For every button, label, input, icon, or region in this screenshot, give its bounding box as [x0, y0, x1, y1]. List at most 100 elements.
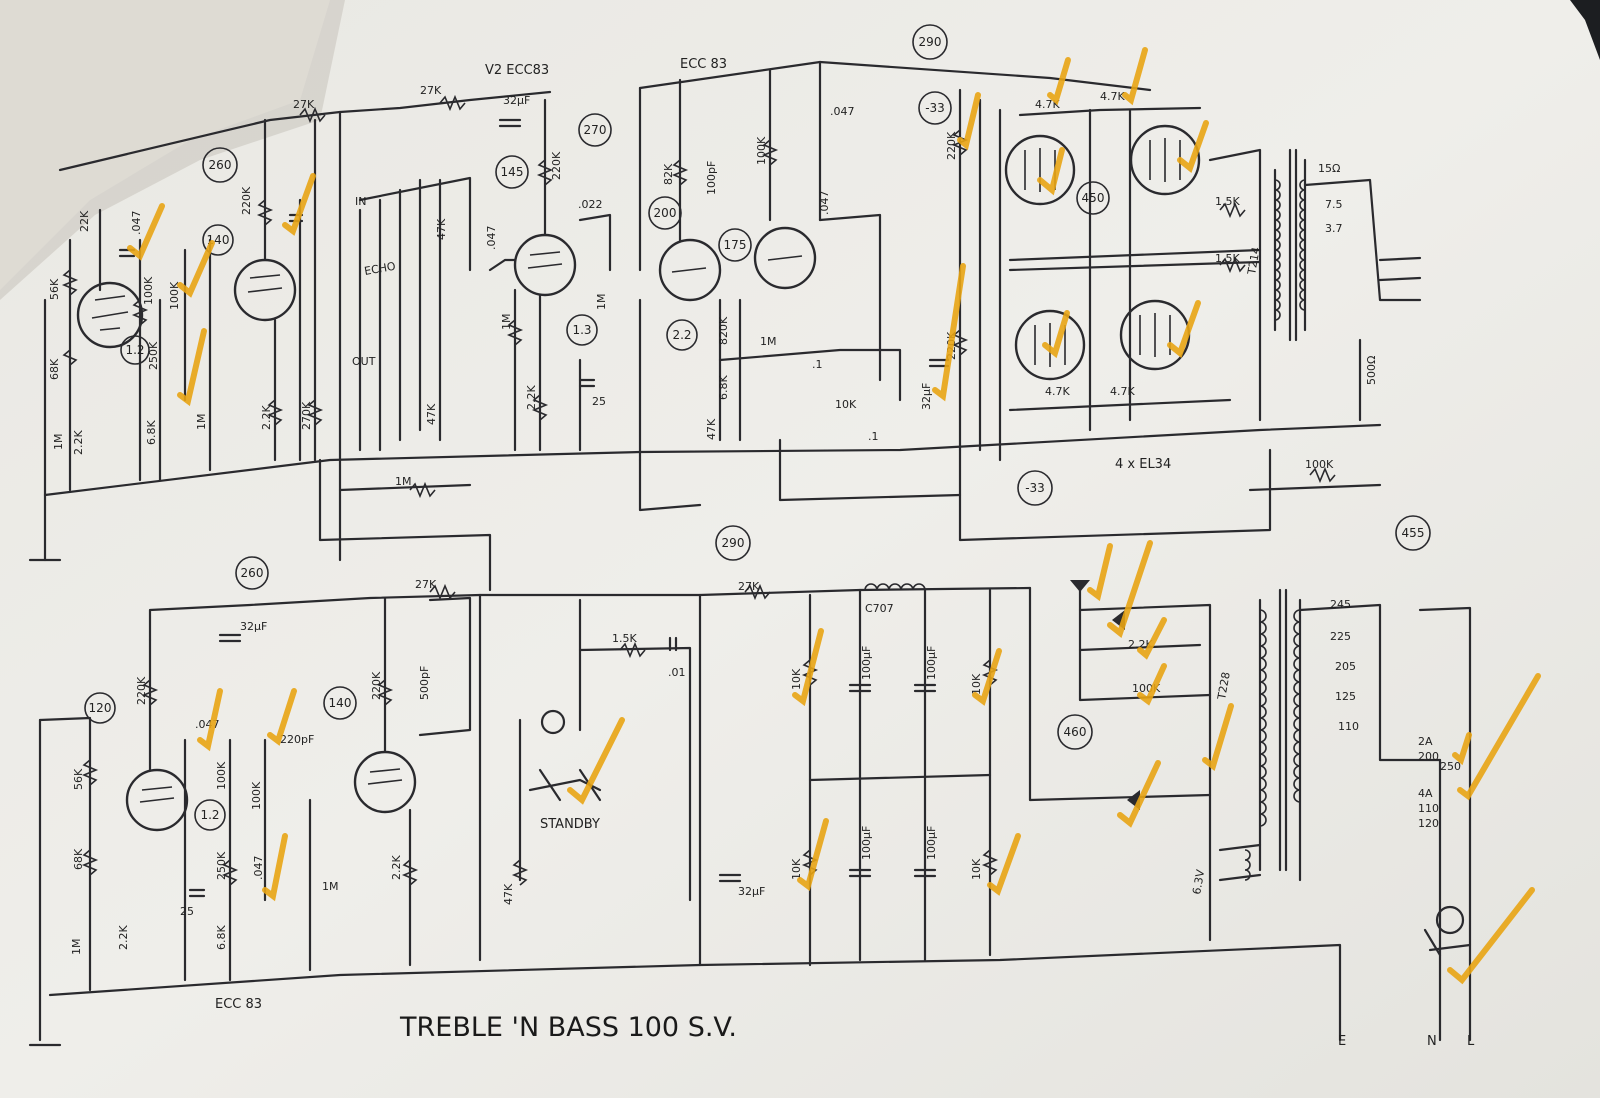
fuse-4a: 4A: [1418, 787, 1433, 800]
voltage-marker: 460: [1057, 714, 1093, 750]
resistor-label: 10K: [790, 858, 803, 880]
resistor-label: 6.8K: [215, 925, 228, 950]
svg-text:1.2: 1.2: [200, 808, 219, 822]
capacitor-label: 100μF: [925, 826, 938, 860]
speaker-tap-7-5: 7.5: [1325, 198, 1343, 211]
capacitor-label: 32μF: [920, 383, 933, 410]
capacitor-label: 100pF: [705, 161, 718, 195]
resistor-label: 100K: [1305, 458, 1334, 471]
resistor-label: 220K: [240, 186, 253, 215]
tick-mark: [1107, 540, 1153, 639]
tick-mark: [267, 688, 297, 746]
capacitor-label: 100μF: [925, 646, 938, 680]
capacitor-label: .047: [830, 105, 855, 118]
tick-mark: [972, 648, 1002, 706]
voltage-marker: 455: [1395, 515, 1431, 551]
capacitor-label: 500pF: [418, 666, 431, 700]
voltage-marker: 1.2: [120, 335, 150, 365]
capacitor-label: .1: [868, 430, 879, 443]
capacitor-label: .047: [252, 856, 265, 881]
voltage-marker: 290: [912, 24, 948, 60]
tick-mark: [1202, 703, 1234, 771]
bottom-tube-label: ECC 83: [215, 997, 262, 1012]
tick-mark: [1167, 300, 1201, 358]
heater-label: 6.3V: [1190, 868, 1207, 895]
tick-mark: [262, 833, 288, 902]
resistor-label: 270K: [300, 401, 313, 430]
tap-245: 245: [1330, 598, 1351, 611]
resistor-label: 4.7K: [1100, 90, 1125, 103]
tap-110: 110: [1338, 720, 1359, 733]
resistor-label: 1M: [52, 434, 65, 451]
voltage-marker: 2.2: [666, 319, 698, 351]
resistor-label: 1.5K: [612, 632, 637, 645]
capacitor-label: 100μF: [860, 826, 873, 860]
tick-mark: [1457, 673, 1541, 801]
resistor-label: 1.5K: [1215, 195, 1240, 208]
capacitor-symbols: [118, 118, 950, 898]
fuse-120: 120: [1418, 817, 1439, 830]
resistor-label: 68K: [48, 358, 61, 380]
resistor-label: 47K: [502, 883, 515, 905]
svg-text:290: 290: [919, 35, 942, 49]
tick-mark: [957, 92, 981, 151]
resistor-label: 1.5K: [1215, 252, 1240, 265]
capacitor-label: .1: [812, 358, 823, 371]
voltage-marker: 175: [718, 228, 752, 262]
svg-text:455: 455: [1402, 526, 1425, 540]
capacitor-label: 100μF: [860, 646, 873, 680]
resistor-label: 1M: [500, 314, 513, 331]
fuse-200: 200: [1418, 750, 1439, 763]
resistor-label: 27K: [415, 578, 437, 591]
tick-mark: [177, 328, 207, 407]
tick-mark: [1047, 57, 1071, 106]
svg-text:260: 260: [209, 158, 232, 172]
resistor-label: 2.2K: [260, 405, 273, 430]
resistor-label: 250K: [215, 851, 228, 880]
tick-mark: [1042, 310, 1070, 359]
svg-text:290: 290: [722, 536, 745, 550]
voltage-marker: 260: [202, 147, 238, 183]
resistor-label: 100K: [215, 761, 228, 790]
resistor-label: 6.8K: [145, 420, 158, 445]
svg-text:450: 450: [1082, 191, 1105, 205]
tick-mark: [1037, 147, 1065, 196]
resistor-label: 27K: [420, 84, 442, 97]
capacitor-label: 32μF: [738, 885, 765, 898]
resistor-label: 100K: [755, 136, 768, 165]
resistor-label: 47K: [435, 218, 448, 240]
resistor-label: 47K: [705, 418, 718, 440]
tick-mark: [282, 173, 316, 236]
voltage-marker: -33: [918, 91, 952, 125]
capacitor-label: .01: [668, 666, 686, 679]
resistor-label: 56K: [48, 278, 61, 300]
highlighter-ticks: [127, 47, 1541, 985]
resistor-label: 27K: [738, 580, 760, 593]
capacitor-label: .022: [578, 198, 603, 211]
capacitor-label: .047: [130, 211, 143, 236]
voltage-marker: 200: [648, 196, 682, 230]
tick-mark: [987, 833, 1021, 896]
mains-transformer-label: T228: [1215, 671, 1233, 702]
resistor-label: 68K: [72, 848, 85, 870]
capacitor-label: 220pF: [280, 733, 314, 746]
capacitor-label: 32μF: [503, 94, 530, 107]
fuse-110: 110: [1418, 802, 1439, 815]
resistor-label: 1M: [395, 475, 412, 488]
voltage-marker: 290: [715, 525, 751, 561]
resistor-label: 10K: [835, 398, 857, 411]
resistor-label: 1M: [195, 414, 208, 431]
voltage-marker: 140: [323, 686, 357, 720]
voltage-marker: -33: [1017, 470, 1053, 506]
resistor-label: 1M: [322, 880, 339, 893]
resistor-label: 2.2K: [525, 385, 538, 410]
svg-text:1.3: 1.3: [572, 323, 591, 337]
resistor-label: 82K: [662, 163, 675, 185]
resistor-label: 250K: [147, 341, 160, 370]
in-label: IN: [355, 195, 366, 208]
resistor-label: 2.2K: [117, 925, 130, 950]
resistor-label: 1M: [70, 939, 83, 956]
svg-text:120: 120: [89, 701, 112, 715]
terminal-e: E: [1338, 1034, 1346, 1049]
capacitor-label: .047: [485, 226, 498, 251]
